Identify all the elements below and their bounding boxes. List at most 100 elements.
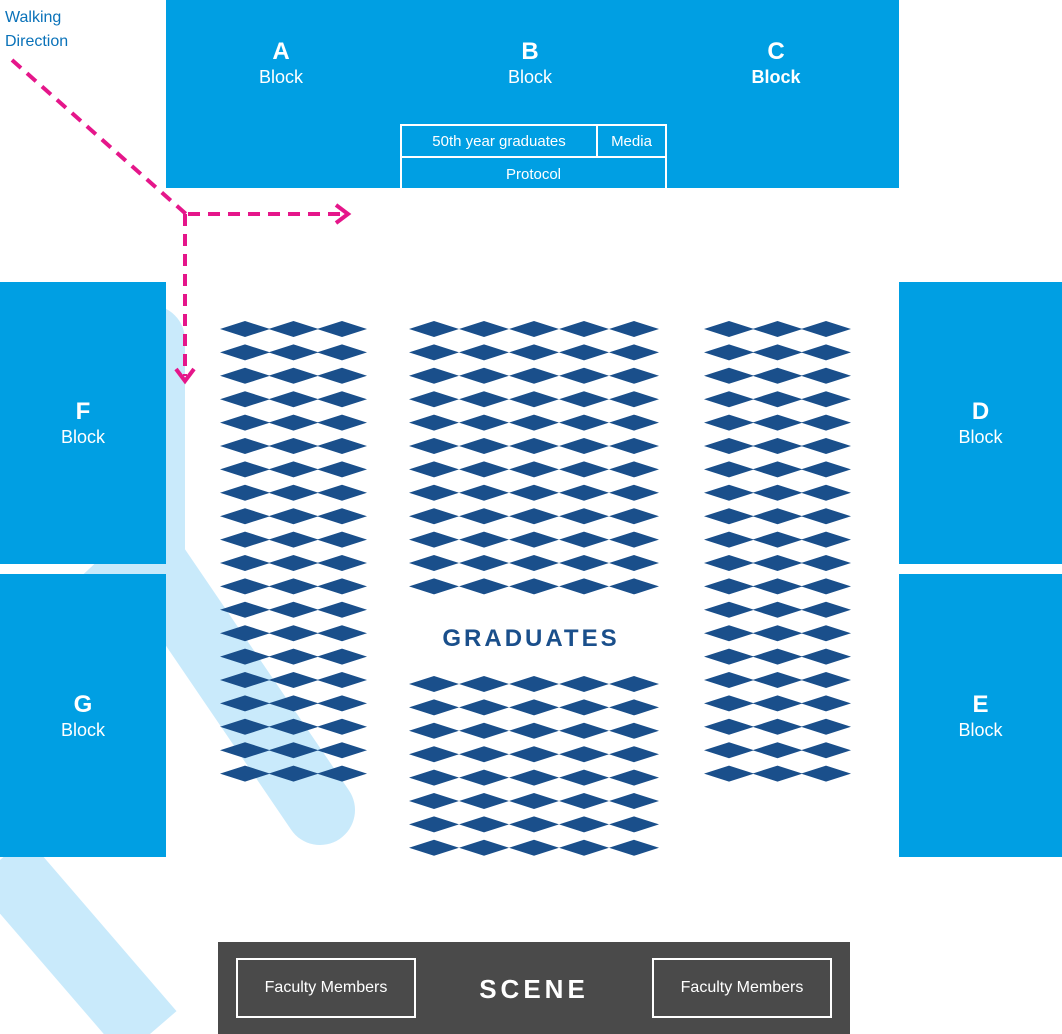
seat-left (268, 438, 319, 454)
seat-center-upper (509, 344, 559, 361)
seat-center-lower (559, 746, 609, 763)
seat-left (220, 531, 270, 548)
seat-center-upper (559, 367, 609, 384)
seat-right (801, 765, 851, 782)
seat-right (801, 578, 851, 595)
seat-left (317, 391, 367, 408)
seat-center-lower (459, 722, 509, 739)
seat-left (317, 648, 367, 665)
seat-left (220, 321, 270, 337)
seat-center-upper (409, 531, 459, 548)
seat-left (220, 765, 270, 782)
block-d-letter: D (971, 398, 990, 425)
seat-left (317, 672, 367, 688)
seat-right (752, 765, 803, 782)
walking-direction-label: Walking Direction (5, 6, 68, 54)
seat-center-lower (409, 793, 459, 809)
seat-center-lower (459, 816, 509, 833)
seat-right (704, 321, 754, 337)
seat-left (220, 438, 270, 454)
seat-left (268, 414, 319, 431)
seat-center-upper (409, 484, 459, 501)
seat-left (220, 391, 270, 408)
seat-right (801, 555, 851, 571)
seat-center-lower (609, 769, 659, 786)
seat-left (268, 578, 319, 595)
seat-center-upper (459, 414, 509, 431)
seat-left (317, 367, 367, 384)
seat-right (752, 601, 803, 618)
seat-right (801, 484, 851, 501)
seat-left (220, 601, 270, 618)
seat-right (704, 391, 754, 408)
seat-center-upper (509, 438, 559, 454)
seat-center-upper (559, 414, 609, 431)
seat-center-upper (459, 321, 509, 337)
seat-right (704, 508, 754, 525)
seat-center-upper (459, 555, 509, 571)
seat-center-lower (559, 769, 609, 786)
seat-right (704, 367, 754, 384)
block-b-letter: B (521, 38, 539, 65)
seat-left (317, 578, 367, 595)
seat-center-upper (459, 461, 509, 478)
seat-left (268, 742, 319, 759)
seat-center-upper (609, 321, 659, 337)
seat-left (317, 742, 367, 759)
seat-right (752, 438, 803, 454)
seat-right (752, 461, 803, 478)
seat-right (704, 695, 754, 712)
block-f-word: Block (60, 427, 105, 447)
seat-left (317, 461, 367, 478)
seat-center-upper (509, 414, 559, 431)
seat-center-upper (459, 438, 509, 454)
seat-center-lower (509, 699, 559, 716)
seat-left (268, 555, 319, 571)
block-f-letter: F (75, 398, 91, 425)
seat-center-lower (459, 746, 509, 763)
block-e-letter: E (972, 690, 989, 718)
seat-center-upper (459, 344, 509, 361)
seat-left (220, 461, 270, 478)
seat-center-lower (509, 769, 559, 786)
seat-right (752, 555, 803, 571)
seat-right (752, 484, 803, 501)
block-d-word: Block (958, 427, 1003, 447)
seat-right (801, 414, 851, 431)
seat-left (268, 531, 319, 548)
seat-right (752, 695, 803, 712)
seat-right (752, 648, 803, 665)
seat-left (317, 344, 367, 361)
seat-left (317, 601, 367, 618)
seat-left (268, 344, 319, 361)
seat-center-lower (609, 722, 659, 739)
faculty-members-left-box: Faculty Members (236, 958, 416, 1018)
seat-center-upper (559, 461, 609, 478)
seat-center-upper (559, 344, 609, 361)
seat-center-upper (459, 578, 509, 595)
seat-right (704, 344, 754, 361)
seat-center-lower (559, 722, 609, 739)
seat-center-lower (409, 839, 459, 856)
seat-left (317, 695, 367, 712)
seat-center-upper (459, 531, 509, 548)
block-c-word: Block (751, 67, 801, 87)
seat-left (220, 648, 270, 665)
seat-right (752, 531, 803, 548)
seat-right (704, 625, 754, 642)
block-b-word: Block (507, 67, 552, 87)
seat-center-upper (459, 391, 509, 408)
seat-center-upper (509, 461, 559, 478)
seat-left (317, 625, 367, 642)
seat-left (268, 321, 319, 337)
seat-right (704, 414, 754, 431)
seat-left (268, 718, 319, 735)
seat-center-upper (459, 367, 509, 384)
seat-left (220, 508, 270, 525)
seat-left (268, 625, 319, 642)
seat-center-upper (559, 555, 609, 571)
seat-center-lower (409, 746, 459, 763)
seat-right (801, 625, 851, 642)
seat-left (220, 578, 270, 595)
seat-right (704, 648, 754, 665)
